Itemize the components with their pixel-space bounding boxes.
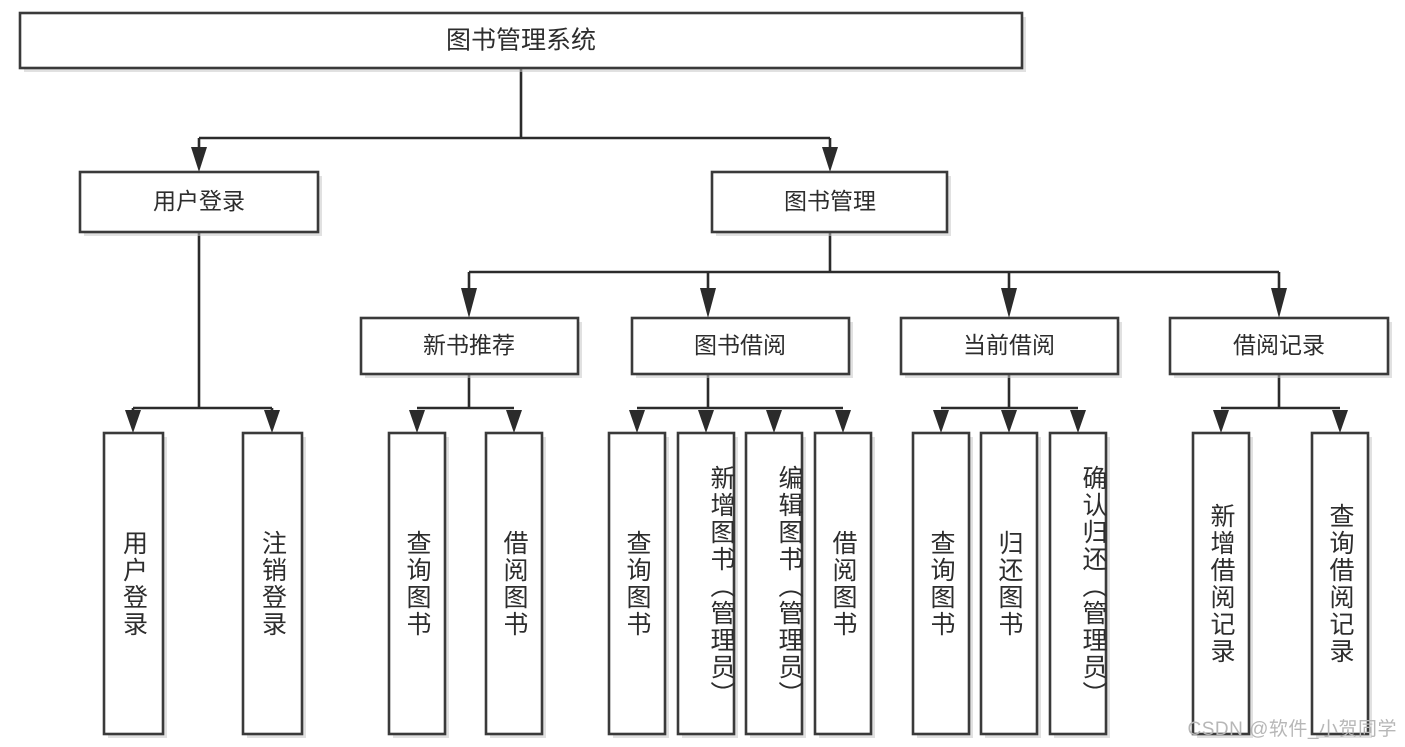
leaf-book-borrow-4[interactable] [813,431,875,738]
arrow-head-nbr-leaf-2 [506,410,522,433]
leaf-new-book-2[interactable] [484,431,546,738]
arrow-head-cb-leaf-2 [1001,410,1017,433]
arrow-head-current-borrow [1001,288,1017,318]
node-borrow-record-label: 借阅记录 [1233,332,1325,358]
leaf-book-borrow-1[interactable] [607,431,669,738]
node-book-manage-label: 图书管理 [784,188,876,214]
arrow-head-br-leaf-2 [1332,410,1348,433]
arrow-head-book-manage [822,147,838,172]
node-new-book-recommend-label: 新书推荐 [423,332,515,358]
arrow-head-cb-leaf-3 [1070,410,1086,433]
leaf-current-borrow-3[interactable] [1048,431,1110,738]
node-book-borrow-label: 图书借阅 [694,332,786,358]
node-book-manage[interactable]: 图书管理 [710,170,951,236]
leaf-current-borrow-1[interactable] [911,431,973,738]
arrow-head-bb-leaf-4 [835,410,851,433]
leaf-box-layer [102,431,1372,738]
connector-layer [125,68,1348,433]
node-current-borrow[interactable]: 当前借阅 [899,316,1122,378]
arrow-head-cb-leaf-1 [933,410,949,433]
leaf-borrow-record-2[interactable] [1310,431,1372,738]
arrow-head-bb-leaf-3 [766,410,782,433]
arrow-head-br-leaf-1 [1213,410,1229,433]
leaf-book-borrow-3[interactable] [744,431,806,738]
arrow-head-bb-leaf-2 [698,410,714,433]
leaf-new-book-1[interactable] [387,431,449,738]
node-user-login-label: 用户登录 [153,188,245,214]
arrow-head-leaf-user-login-1 [125,410,141,433]
csdn-watermark: CSDN @软件_小贺同学 [1187,719,1397,740]
node-root-label: 图书管理系统 [446,27,596,55]
leaf-user-login-2[interactable] [241,431,306,738]
node-current-borrow-label: 当前借阅 [963,332,1055,358]
arrow-head-leaf-user-login-2 [264,410,280,433]
node-new-book-recommend[interactable]: 新书推荐 [359,316,582,378]
arrow-head-bb-leaf-1 [629,410,645,433]
arrow-head-nbr-leaf-1 [409,410,425,433]
node-user-login[interactable]: 用户登录 [78,170,322,236]
leaf-borrow-record-1[interactable] [1191,431,1253,738]
leaf-book-borrow-2[interactable] [676,431,738,738]
leaf-user-login-1[interactable] [102,431,167,738]
arrow-head-new-book [461,288,477,318]
node-borrow-record[interactable]: 借阅记录 [1168,316,1392,378]
arrow-head-book-borrow [700,288,716,318]
arrow-head-borrow-record [1271,288,1287,318]
node-root[interactable]: 图书管理系统 [18,11,1026,72]
leaf-current-borrow-2[interactable] [979,431,1041,738]
arrow-head-user-login [191,147,207,172]
node-book-borrow[interactable]: 图书借阅 [630,316,853,378]
